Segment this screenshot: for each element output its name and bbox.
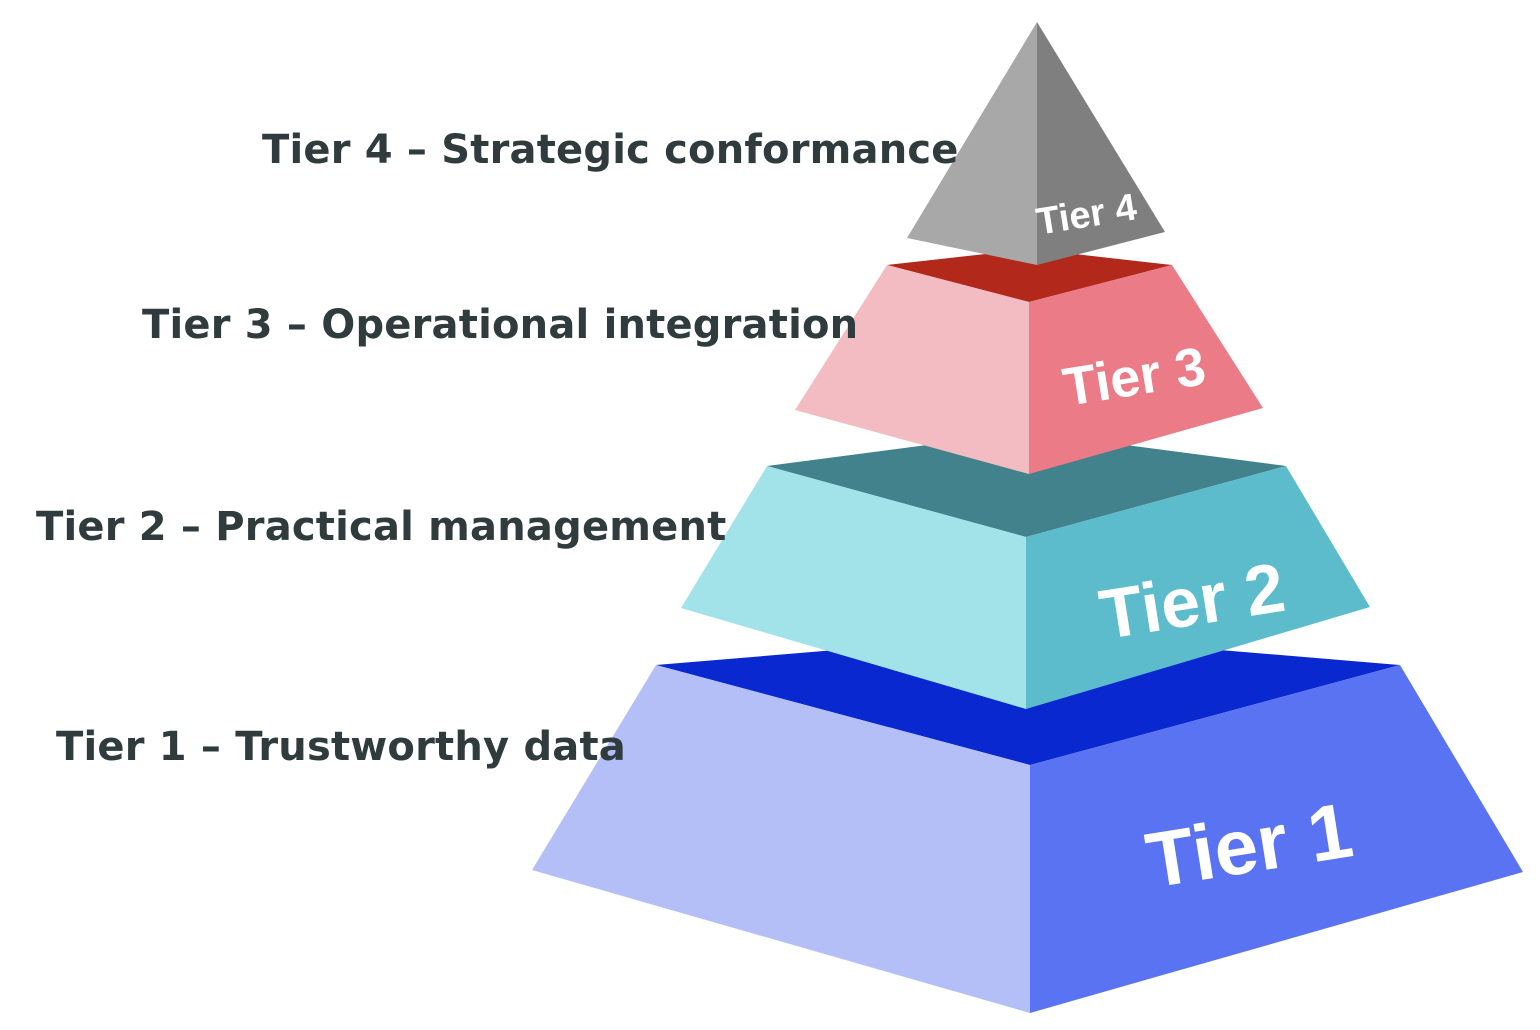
tier-2-right-face [1026,466,1370,709]
tier-2-block: Tier 2 [681,432,1370,709]
tier-3-left-face [795,265,1029,474]
tier-4-caption: Tier 4 – Strategic conformance [262,127,959,173]
tier-3-top-face [887,249,1172,302]
tier-2-left-face [681,466,1026,709]
tier-3-caption: Tier 3 – Operational integration [142,302,859,348]
tier-3-block: Tier 3 [795,249,1263,474]
tier-2-top-face [767,432,1286,537]
tier-3-right-face [1029,265,1263,474]
tier-2-caption: Tier 2 – Practical management [36,504,727,550]
tier-1-block: Tier 1 [532,634,1523,1013]
tier-1-left-face [532,665,1030,1013]
tier-1-right-face [1030,665,1523,1013]
tier-1-caption: Tier 1 – Trustworthy data [56,724,626,770]
tier-4-block: Tier 4 [907,22,1165,265]
tier-4-right-face [1037,22,1165,265]
tier-4-left-face [907,22,1037,265]
